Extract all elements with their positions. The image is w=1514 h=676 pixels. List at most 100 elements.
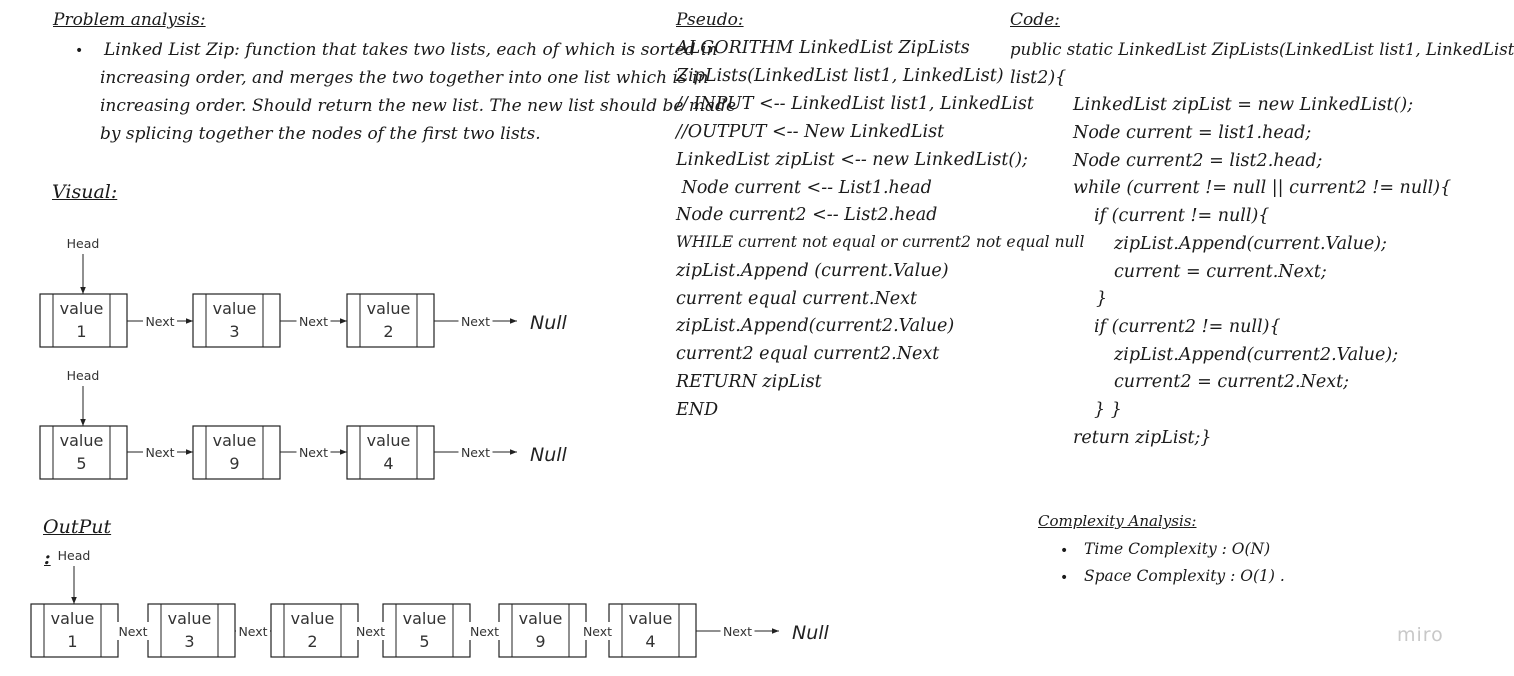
pseudo-heading: Pseudo: (676, 10, 744, 30)
next-label-bg (467, 622, 502, 640)
problem-line-2: increasing order, and merges the two tog… (100, 68, 709, 88)
node-value-label: value (367, 299, 411, 318)
node-value-label: value (519, 609, 563, 628)
next-label-bg (116, 622, 150, 640)
pseudo-line: WHILE current not equal or current2 not … (676, 233, 1085, 251)
node-value-label: value (213, 431, 257, 450)
miro-watermark: miro (1397, 624, 1444, 646)
code-line: zipList.Append(current2.Value); (1114, 345, 1399, 365)
head-label: Head (67, 368, 100, 383)
pseudo-line: Node current2 <-- List2.head (676, 205, 938, 225)
complexity-heading: Complexity Analysis: (1038, 512, 1197, 530)
node-box (346, 293, 435, 348)
pseudo-line: zipList.Append(current2.Value) (676, 316, 955, 336)
node-value: 2 (383, 322, 393, 341)
node-value: 9 (535, 632, 545, 651)
next-label-bg (296, 443, 331, 461)
code-line: } (1096, 289, 1108, 309)
complexity-item-space: Space Complexity : O(1) . (1084, 567, 1285, 585)
head-label: Head (58, 548, 91, 563)
pseudo-line: current2 equal current2.Next (676, 344, 940, 364)
next-label: Next (461, 314, 490, 329)
next-label-bg (458, 443, 493, 461)
next-label-bg (580, 622, 615, 640)
node-value-label: value (629, 609, 673, 628)
complexity-item-time: Time Complexity : O(N) (1084, 540, 1271, 558)
pseudo-line: RETURN zipList (676, 372, 822, 392)
pseudo-line: ZipLists(LinkedList list1, LinkedList) (676, 66, 1004, 86)
code-line: if (current2 != null){ (1094, 317, 1281, 337)
pseudo-line: //OUTPUT <-- New LinkedList (676, 122, 945, 142)
node-box (192, 425, 281, 480)
code-line: list2){ (1010, 68, 1067, 88)
pseudo-line: // INPUT <-- LinkedList list1, LinkedLis… (676, 94, 1034, 114)
node-value: 5 (419, 632, 429, 651)
node-value: 1 (67, 632, 77, 651)
node-value: 3 (184, 632, 194, 651)
output-heading: OutPut (43, 516, 112, 538)
code-line: LinkedList zipList = new LinkedList(); (1073, 95, 1414, 115)
problem-line-4: by splicing together the nodes of the fi… (100, 124, 541, 144)
next-label-bg (458, 312, 493, 330)
node-value-label: value (213, 299, 257, 318)
problem-line-3: increasing order. Should return the new … (100, 96, 737, 116)
node-value-label: value (403, 609, 447, 628)
node-value-label: value (168, 609, 212, 628)
next-label: Next (583, 624, 612, 639)
next-label: Next (470, 624, 499, 639)
next-label-bg (353, 622, 388, 640)
next-label-bg (236, 622, 270, 640)
next-label-bg (720, 622, 755, 640)
node-box (39, 425, 128, 480)
code-line: Node current = list1.head; (1073, 123, 1312, 143)
pseudo-line: LinkedList zipList <-- new LinkedList(); (676, 150, 1028, 170)
next-label-bg (143, 312, 177, 330)
visual-heading: Visual: (52, 181, 118, 203)
bullet-icon: • (75, 43, 84, 59)
node-box (270, 603, 359, 658)
node-value-label: value (60, 431, 104, 450)
null-label: Null (530, 444, 568, 466)
node-value: 4 (645, 632, 655, 651)
next-label: Next (299, 314, 328, 329)
next-label: Next (723, 624, 752, 639)
node-box (382, 603, 471, 658)
node-value-label: value (291, 609, 335, 628)
node-box (498, 603, 587, 658)
node-value-label: value (60, 299, 104, 318)
next-label: Next (145, 445, 174, 460)
bullet-icon: • (1060, 543, 1069, 559)
code-line: current = current.Next; (1114, 262, 1327, 282)
node-value: 5 (76, 454, 86, 473)
next-label: Next (461, 445, 490, 460)
output-colon: : (44, 548, 51, 569)
node-box (147, 603, 236, 658)
node-box (608, 603, 697, 658)
next-label-bg (143, 443, 177, 461)
node-value-label: value (367, 431, 411, 450)
node-value: 3 (229, 322, 239, 341)
node-value: 9 (229, 454, 239, 473)
next-label: Next (238, 624, 267, 639)
pseudo-line: zipList.Append (current.Value) (676, 261, 949, 281)
node-value: 2 (307, 632, 317, 651)
code-line: zipList.Append(current.Value); (1114, 234, 1387, 254)
pseudo-line: END (676, 400, 719, 420)
node-box (192, 293, 281, 348)
problem-analysis-heading: Problem analysis: (53, 10, 206, 30)
node-value-label: value (51, 609, 95, 628)
pseudo-line: Node current <-- List1.head (676, 178, 932, 198)
next-label: Next (145, 314, 174, 329)
code-line: return zipList;} (1073, 428, 1212, 448)
null-label: Null (792, 622, 830, 644)
pseudo-line: current equal current.Next (676, 289, 918, 309)
node-value: 1 (76, 322, 86, 341)
code-line: public static LinkedList ZipLists(Linked… (1010, 40, 1514, 59)
code-line: while (current != null || current2 != nu… (1073, 178, 1452, 198)
code-line: current2 = current2.Next; (1114, 372, 1350, 392)
code-line: } } (1094, 400, 1122, 420)
problem-line-1: Linked List Zip: function that takes two… (104, 40, 718, 60)
null-label: Null (530, 312, 568, 334)
code-line: Node current2 = list2.head; (1073, 151, 1323, 171)
